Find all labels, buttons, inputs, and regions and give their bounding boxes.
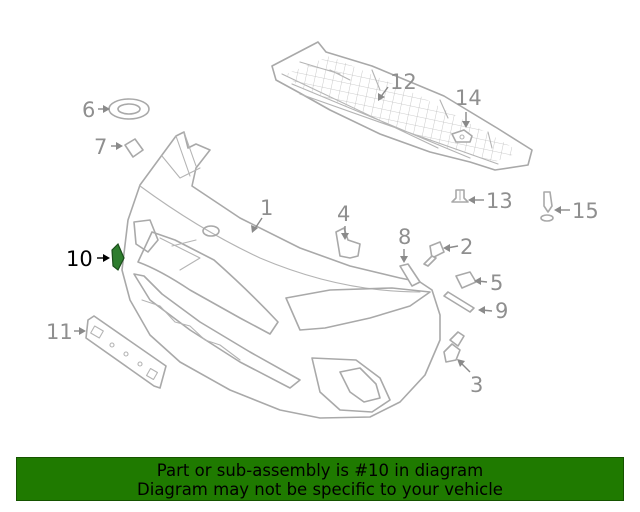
push-pin-part-13 bbox=[451, 189, 469, 203]
emblem-part bbox=[108, 98, 150, 120]
callout-3: 3 bbox=[470, 373, 483, 397]
trim-strip-part bbox=[443, 291, 475, 313]
notice-line-disclaimer: Diagram may not be specific to your vehi… bbox=[137, 480, 503, 499]
highlighted-part-10 bbox=[111, 242, 125, 271]
notice-line-part-number: Part or sub-assembly is #10 in diagram bbox=[156, 461, 484, 480]
bracket-part-8 bbox=[399, 263, 421, 287]
callout-13: 13 bbox=[486, 189, 513, 213]
license-bracket-part bbox=[85, 315, 167, 389]
nut-clip-part bbox=[451, 129, 473, 143]
callout-6: 6 bbox=[82, 98, 95, 122]
callout-2: 2 bbox=[460, 235, 473, 259]
callout-15: 15 bbox=[572, 199, 599, 223]
bumper-cover-part bbox=[121, 131, 441, 419]
callout-7: 7 bbox=[94, 135, 107, 159]
callout-4: 4 bbox=[337, 202, 350, 226]
callout-8: 8 bbox=[398, 225, 411, 249]
diagram-notice-banner: Part or sub-assembly is #10 in diagram D… bbox=[16, 457, 624, 501]
splash-shield-part bbox=[271, 41, 533, 171]
callout-12: 12 bbox=[390, 70, 417, 94]
bolt-part-3 bbox=[443, 331, 465, 363]
callout-9: 9 bbox=[495, 299, 508, 323]
callout-14: 14 bbox=[455, 86, 482, 110]
clip-part-7 bbox=[124, 138, 144, 158]
bracket-part-4 bbox=[335, 227, 361, 259]
screw-part-2 bbox=[423, 241, 445, 267]
callout-11: 11 bbox=[46, 320, 73, 344]
spacer-part-5 bbox=[455, 271, 477, 289]
callout-5: 5 bbox=[490, 271, 503, 295]
callout-10: 10 bbox=[66, 247, 93, 271]
callout-1: 1 bbox=[260, 196, 273, 220]
rivet-part bbox=[540, 191, 554, 222]
leader-lines bbox=[74, 86, 570, 373]
parts-diagram: 1 2 3 4 5 6 7 8 9 10 11 12 14 13 15 bbox=[46, 41, 599, 419]
